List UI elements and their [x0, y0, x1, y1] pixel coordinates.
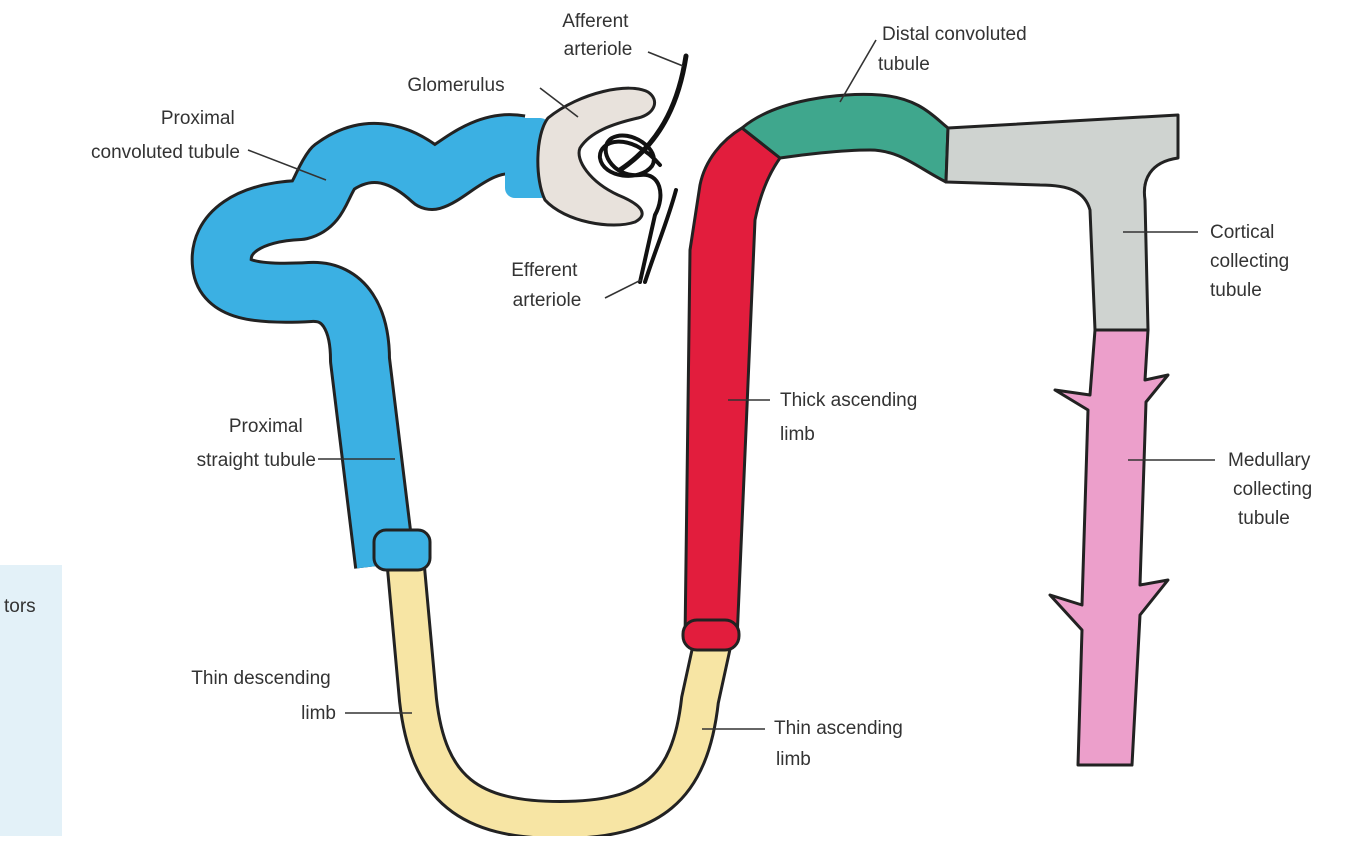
- label-thin-descending-limb-line1: Thin descending: [191, 668, 330, 689]
- label-afferent-arteriole-line1: Afferent: [562, 11, 629, 32]
- leader-efferent-arteriole: [605, 280, 641, 298]
- label-thin-ascending-limb-line2: limb: [776, 749, 811, 770]
- label-thin-ascending-limb: Thin ascending limb: [774, 718, 908, 770]
- proximal-straight-end: [374, 530, 430, 570]
- label-thin-descending-limb-line2: limb: [301, 703, 336, 724]
- label-medullary-collecting-tubule-line2: collecting: [1233, 479, 1312, 500]
- label-cortical-collecting-tubule: Cortical collecting tubule: [1210, 222, 1295, 301]
- label-medullary-collecting-tubule-line1: Medullary: [1228, 450, 1311, 471]
- label-afferent-arteriole: Afferent arteriole: [562, 11, 633, 60]
- label-proximal-convoluted-tubule-line1: Proximal: [161, 108, 235, 129]
- label-glomerulus: Glomerulus: [407, 75, 504, 96]
- leader-afferent-arteriole: [648, 52, 683, 66]
- label-proximal-straight-tubule: Proximal straight tubule: [197, 416, 316, 471]
- label-efferent-arteriole: Efferent arteriole: [511, 260, 582, 311]
- medullary-collecting-tubule: [1050, 330, 1168, 765]
- label-thick-ascending-limb-line1: Thick ascending: [780, 390, 917, 411]
- label-medullary-collecting-tubule-line3: tubule: [1238, 508, 1290, 529]
- thick-ascending-limb: [685, 128, 780, 640]
- label-medullary-collecting-tubule: Medullary collecting tubule: [1228, 450, 1318, 529]
- label-proximal-straight-tubule-line1: Proximal: [229, 416, 303, 437]
- leader-distal-convoluted-tubule: [840, 40, 876, 102]
- label-proximal-straight-tubule-line2: straight tubule: [197, 450, 316, 471]
- label-cortical-collecting-tubule-line1: Cortical: [1210, 222, 1274, 243]
- label-distal-convoluted-tubule-line1: Distal convoluted: [882, 24, 1027, 45]
- thick-ascending-bottom: [683, 620, 739, 650]
- label-distal-convoluted-tubule: Distal convoluted tubule: [878, 24, 1032, 75]
- cortical-collecting-tubule: [946, 115, 1178, 330]
- label-thin-descending-limb: Thin descending limb: [191, 668, 336, 724]
- label-efferent-arteriole-line2: arteriole: [513, 290, 582, 311]
- thin-loop: [406, 568, 712, 820]
- proximal-tubule: [222, 144, 520, 565]
- label-proximal-convoluted-tubule-line2: convoluted tubule: [91, 142, 240, 163]
- label-thick-ascending-limb: Thick ascending limb: [780, 390, 923, 445]
- side-panel-text: tors: [4, 596, 36, 617]
- label-cortical-collecting-tubule-line3: tubule: [1210, 280, 1262, 301]
- label-distal-convoluted-tubule-line2: tubule: [878, 54, 930, 75]
- label-proximal-convoluted-tubule: Proximal convoluted tubule: [91, 108, 240, 163]
- label-glomerulus-line1: Glomerulus: [407, 75, 504, 96]
- label-thin-ascending-limb-line1: Thin ascending: [774, 718, 903, 739]
- label-cortical-collecting-tubule-line2: collecting: [1210, 251, 1289, 272]
- label-efferent-arteriole-line1: Efferent: [511, 260, 578, 281]
- label-thick-ascending-limb-line2: limb: [780, 424, 815, 445]
- label-afferent-arteriole-line2: arteriole: [564, 39, 633, 60]
